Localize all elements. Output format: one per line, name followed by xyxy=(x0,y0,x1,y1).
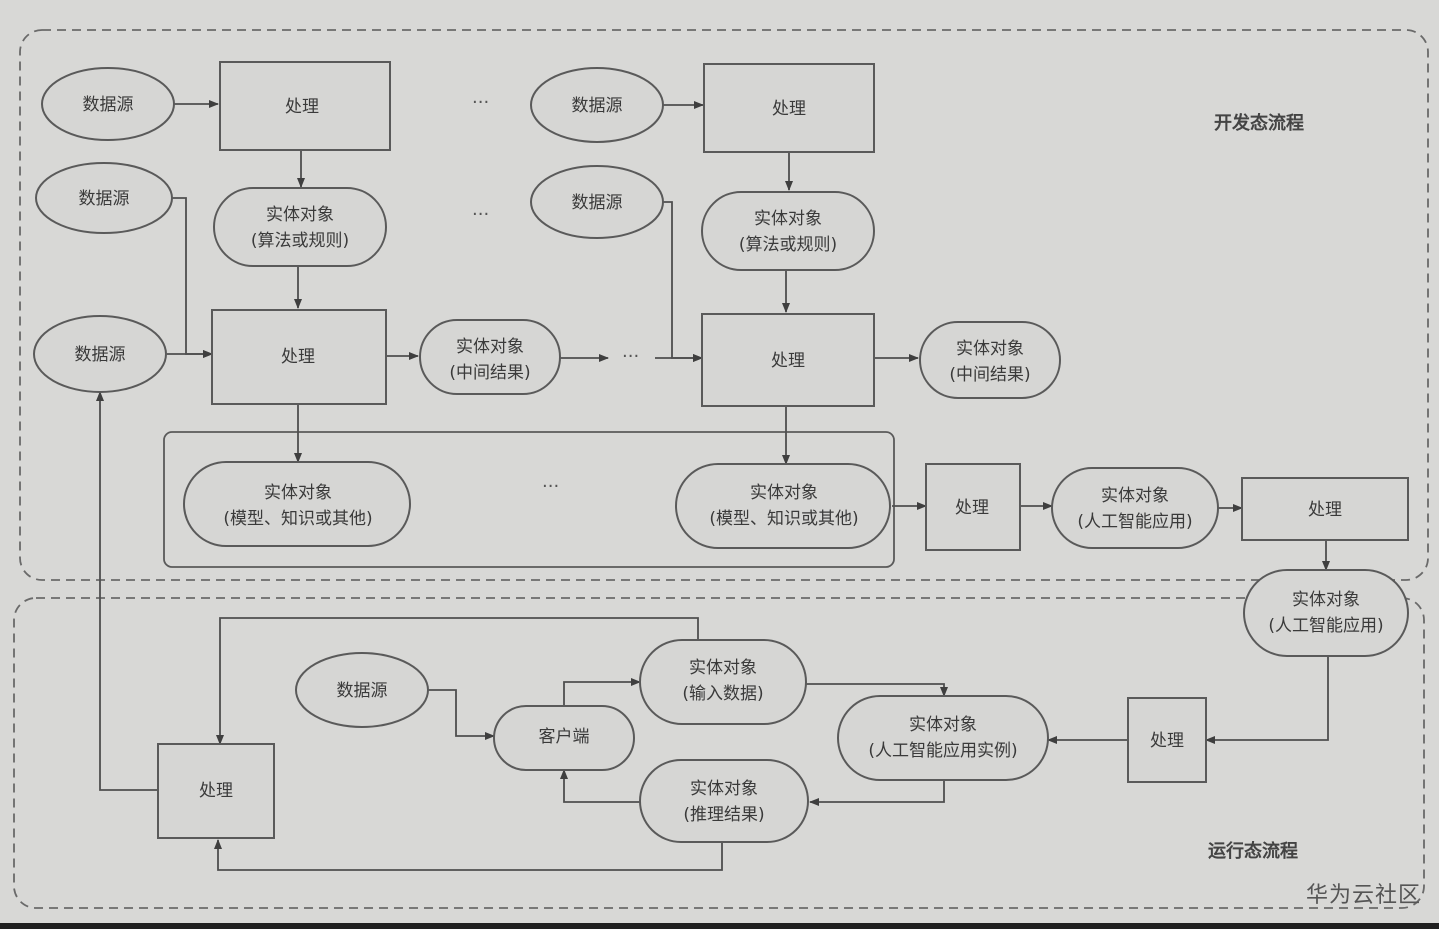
svg-text:(输入数据): (输入数据) xyxy=(682,684,763,704)
svg-text:实体对象: 实体对象 xyxy=(266,205,334,225)
svg-text:实体对象: 实体对象 xyxy=(690,779,758,799)
svg-text:数据源: 数据源 xyxy=(572,193,623,213)
process-node: 处理 xyxy=(157,743,275,839)
process-node: 处理 xyxy=(211,309,387,405)
data-source-node: 数据源 xyxy=(530,67,664,143)
client-node: 客户端 xyxy=(493,705,635,771)
svg-text:处理: 处理 xyxy=(281,347,315,367)
process-node: 处理 xyxy=(701,313,875,407)
data-source-node: 数据源 xyxy=(33,315,167,393)
svg-text:(模型、知识或其他): (模型、知识或其他) xyxy=(223,509,372,529)
entity-object-node: 实体对象 (输入数据) xyxy=(639,639,807,725)
entity-object-node: 实体对象 (算法或规则) xyxy=(701,191,875,271)
svg-text:处理: 处理 xyxy=(199,781,233,801)
process-node: 处理 xyxy=(219,61,391,151)
svg-text:(中间结果): (中间结果) xyxy=(449,363,530,383)
svg-text:处理: 处理 xyxy=(1150,731,1184,751)
svg-text:实体对象: 实体对象 xyxy=(456,337,524,357)
entity-object-node: 实体对象 (人工智能应用) xyxy=(1051,467,1219,549)
run-region-label: 运行态流程 xyxy=(1208,840,1298,862)
svg-text:实体对象: 实体对象 xyxy=(1292,590,1360,610)
svg-text:(人工智能应用实例): (人工智能应用实例) xyxy=(868,741,1017,761)
data-source-node: 数据源 xyxy=(35,162,173,234)
process-node: 处理 xyxy=(1127,697,1207,783)
svg-text:客户端: 客户端 xyxy=(539,727,590,747)
data-source-node: 数据源 xyxy=(530,165,664,239)
svg-text:(算法或规则): (算法或规则) xyxy=(251,231,349,251)
svg-text:(中间结果): (中间结果) xyxy=(949,365,1030,385)
svg-text:处理: 处理 xyxy=(955,498,989,518)
svg-text:数据源: 数据源 xyxy=(83,95,134,115)
run-region xyxy=(13,597,1425,909)
svg-text:实体对象: 实体对象 xyxy=(909,715,977,735)
ellipsis: ··· xyxy=(542,476,559,497)
entity-object-node: 实体对象 (模型、知识或其他) xyxy=(675,463,891,549)
svg-text:处理: 处理 xyxy=(772,99,806,119)
process-node: 处理 xyxy=(703,63,875,153)
svg-text:实体对象: 实体对象 xyxy=(754,209,822,229)
svg-text:实体对象: 实体对象 xyxy=(956,339,1024,359)
entity-object-node: 实体对象 (算法或规则) xyxy=(213,187,387,267)
svg-text:实体对象: 实体对象 xyxy=(689,658,757,678)
svg-text:(模型、知识或其他): (模型、知识或其他) xyxy=(709,509,858,529)
bottom-bar xyxy=(0,923,1439,929)
entity-object-node: 实体对象 (中间结果) xyxy=(919,321,1061,399)
svg-text:(推理结果): (推理结果) xyxy=(683,805,764,825)
svg-text:(人工智能应用): (人工智能应用) xyxy=(1268,616,1383,636)
svg-text:数据源: 数据源 xyxy=(75,345,126,365)
ellipsis: ··· xyxy=(622,346,639,367)
svg-text:实体对象: 实体对象 xyxy=(1101,486,1169,506)
ellipsis: ··· xyxy=(472,204,489,225)
svg-text:处理: 处理 xyxy=(771,351,805,371)
svg-text:处理: 处理 xyxy=(1308,500,1342,520)
model-group xyxy=(163,431,895,568)
data-source-node: 数据源 xyxy=(41,67,175,141)
data-source-node: 数据源 xyxy=(295,652,429,728)
ellipsis: ··· xyxy=(472,92,489,113)
dev-region xyxy=(19,29,1429,581)
svg-text:数据源: 数据源 xyxy=(572,96,623,116)
svg-text:处理: 处理 xyxy=(285,97,319,117)
dev-region-label: 开发态流程 xyxy=(1214,112,1304,134)
entity-object-node: 实体对象 (推理结果) xyxy=(639,759,809,843)
svg-text:(人工智能应用): (人工智能应用) xyxy=(1077,512,1192,532)
svg-text:实体对象: 实体对象 xyxy=(750,483,818,503)
svg-text:实体对象: 实体对象 xyxy=(264,483,332,503)
entity-object-node: 实体对象 (人工智能应用) xyxy=(1243,569,1409,657)
svg-text:(算法或规则): (算法或规则) xyxy=(739,235,837,255)
process-node: 处理 xyxy=(1241,477,1409,541)
entity-object-node: 实体对象 (人工智能应用实例) xyxy=(837,695,1049,781)
svg-text:数据源: 数据源 xyxy=(337,681,388,701)
edges xyxy=(96,100,1330,871)
watermark: 华为云社区 xyxy=(1305,883,1421,908)
entity-object-node: 实体对象 (中间结果) xyxy=(419,319,561,395)
entity-object-node: 实体对象 (模型、知识或其他) xyxy=(183,461,411,547)
process-node: 处理 xyxy=(925,463,1021,551)
svg-text:数据源: 数据源 xyxy=(79,189,130,209)
